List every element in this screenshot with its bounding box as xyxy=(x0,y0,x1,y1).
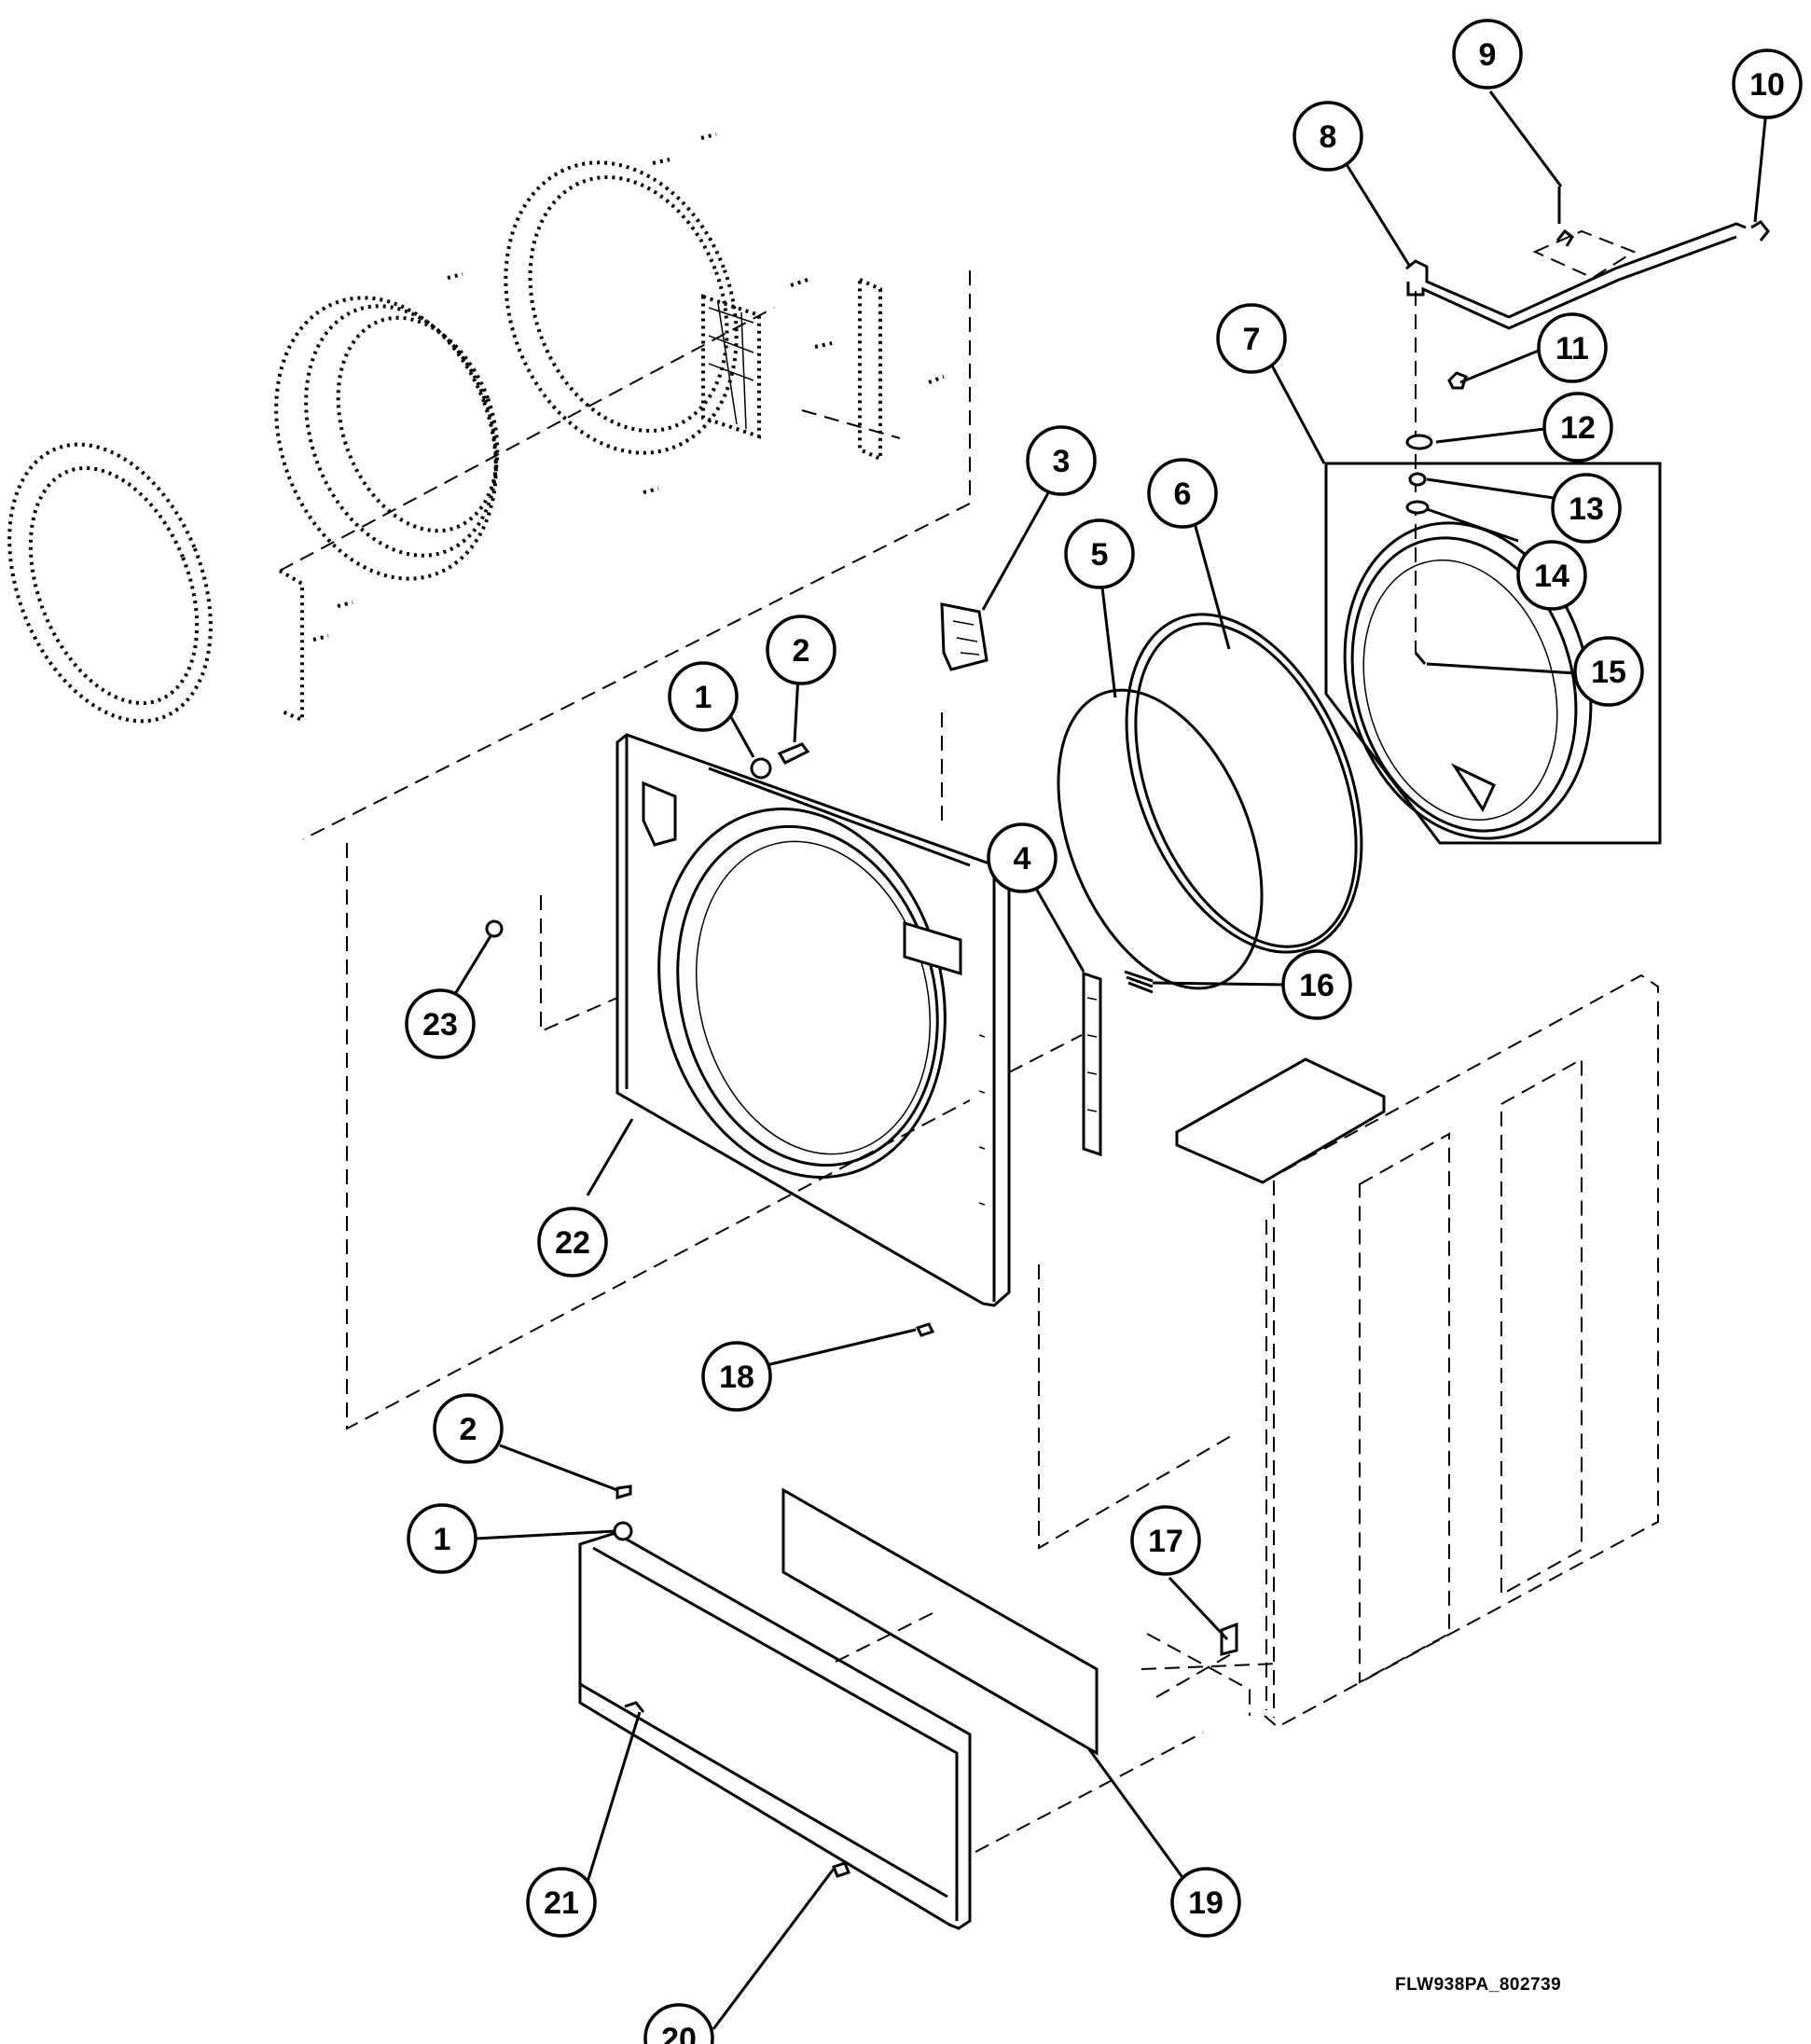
outer-tub-ring-assembly xyxy=(7,442,304,724)
callout-3: 3 xyxy=(1026,425,1097,496)
callout-12: 12 xyxy=(1542,392,1613,463)
svg-text:7: 7 xyxy=(1243,322,1261,357)
door-seal-clamp-part-5 xyxy=(1057,688,1264,990)
svg-text:9: 9 xyxy=(1479,37,1497,73)
callout-19: 19 xyxy=(1170,1867,1241,1938)
door-gasket-ring-part-6 xyxy=(1125,613,1363,954)
tub-front-assembly xyxy=(274,296,500,581)
svg-text:16: 16 xyxy=(1299,968,1334,1003)
callout-18: 18 xyxy=(701,1341,772,1412)
control-label-panel-part-19 xyxy=(781,1487,1099,1756)
svg-text:3: 3 xyxy=(1053,444,1071,479)
svg-text:17: 17 xyxy=(1148,1524,1183,1559)
callout-1-bottom: 1 xyxy=(407,1503,477,1574)
svg-text:1: 1 xyxy=(695,680,712,715)
svg-text:2: 2 xyxy=(793,633,810,669)
svg-text:8: 8 xyxy=(1320,119,1337,155)
callout-8: 8 xyxy=(1293,101,1363,172)
front-panel-part-22 xyxy=(615,733,1011,1307)
svg-text:19: 19 xyxy=(1188,1885,1223,1921)
callout-5: 5 xyxy=(1064,518,1135,589)
door-hinge-bracket-part-4 xyxy=(1082,971,1102,1157)
svg-text:12: 12 xyxy=(1560,410,1596,446)
door-hardware-parts-11-15 xyxy=(1405,291,1468,665)
svg-text:1: 1 xyxy=(434,1522,451,1557)
callout-4: 4 xyxy=(987,822,1058,893)
svg-text:18: 18 xyxy=(719,1360,754,1395)
callout-20: 20 xyxy=(643,2003,714,2044)
svg-text:15: 15 xyxy=(1591,655,1626,690)
bearing-housing-assembly xyxy=(312,132,945,642)
callout-7: 7 xyxy=(1216,303,1287,374)
callout-16: 16 xyxy=(1281,949,1352,1020)
door-assembly-part-7 xyxy=(1324,462,1662,845)
kickplate-part-21 xyxy=(578,1531,972,1930)
tub-dashed-guide-lines xyxy=(279,270,971,840)
callout-23: 23 xyxy=(405,988,476,1059)
svg-text:6: 6 xyxy=(1174,476,1192,512)
callout-17: 17 xyxy=(1130,1505,1201,1576)
callout-10: 10 xyxy=(1732,48,1803,119)
callout-21: 21 xyxy=(526,1867,597,1938)
svg-text:13: 13 xyxy=(1569,491,1604,527)
svg-text:21: 21 xyxy=(544,1885,579,1921)
svg-text:23: 23 xyxy=(422,1007,458,1043)
fasteners xyxy=(485,742,1238,1878)
callout-2-top: 2 xyxy=(766,615,836,685)
callout-2-bottom: 2 xyxy=(433,1393,504,1464)
hinge-pin-rod-part-8 xyxy=(1405,186,1770,330)
svg-text:14: 14 xyxy=(1534,559,1569,594)
svg-text:2: 2 xyxy=(460,1412,477,1447)
spring-part-16 xyxy=(1124,970,1154,994)
svg-text:4: 4 xyxy=(1014,841,1031,877)
svg-text:5: 5 xyxy=(1091,537,1109,573)
callout-13: 13 xyxy=(1551,473,1622,544)
callout-11: 11 xyxy=(1537,312,1608,383)
drawing-id-label: FLW938PA_802739 xyxy=(1395,1975,1562,1995)
svg-text:22: 22 xyxy=(555,1225,590,1261)
callout-14: 14 xyxy=(1516,540,1587,611)
callout-15: 15 xyxy=(1573,636,1644,707)
door-switch-part-3 xyxy=(940,602,988,671)
kickplate-dashed-guides xyxy=(835,1610,1232,1853)
front-panel-dashed-guides xyxy=(346,708,1232,1550)
svg-text:10: 10 xyxy=(1749,67,1785,103)
callout-1-top: 1 xyxy=(668,661,739,732)
callout-9: 9 xyxy=(1452,19,1523,90)
cabinet-side-panel xyxy=(1141,974,1659,1729)
svg-text:11: 11 xyxy=(1555,331,1589,366)
callout-6: 6 xyxy=(1147,458,1218,529)
callout-22: 22 xyxy=(537,1207,608,1278)
svg-text:20: 20 xyxy=(661,2022,697,2044)
